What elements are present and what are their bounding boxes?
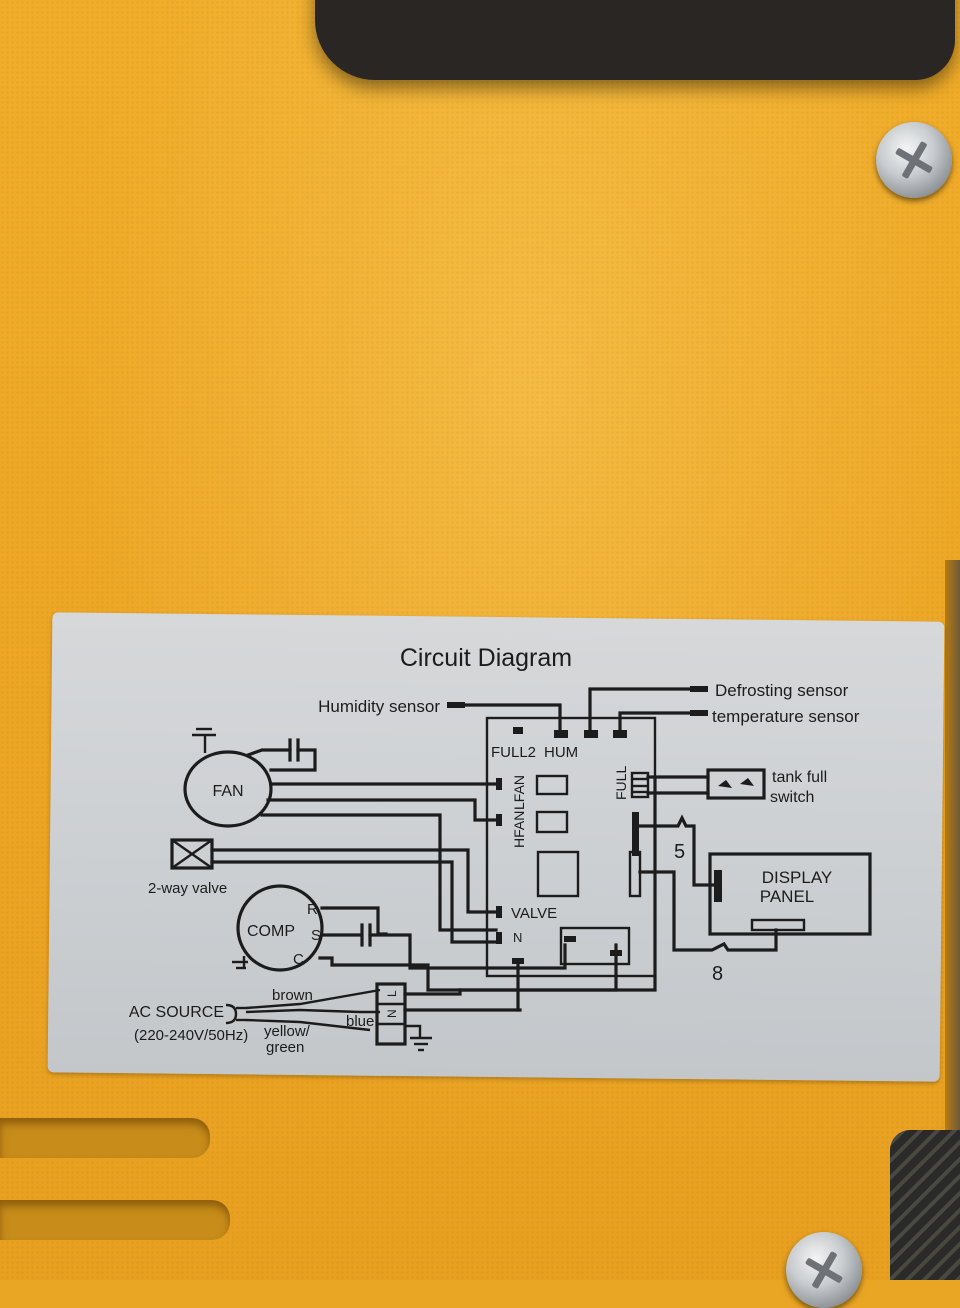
fan-label: FAN [212, 783, 243, 800]
temperature-sensor-label: temperature sensor [712, 707, 860, 726]
tank-full-label-1: tank full [772, 769, 827, 786]
wire-5-label: 5 [674, 841, 685, 863]
housing-edge [945, 560, 960, 1280]
full2-label: FULL2 [491, 744, 536, 761]
vent-slot-1 [0, 1118, 210, 1158]
terminal-l-label: L [385, 990, 399, 997]
two-way-valve-label: 2-way valve [148, 880, 227, 897]
fan-motor [183, 750, 273, 828]
full-label: FULL [613, 766, 629, 800]
valve-label: VALVE [511, 905, 557, 922]
comp-r-label: R [307, 901, 318, 918]
wheel [890, 1130, 960, 1280]
display-label-1: DISPLAY [762, 868, 833, 887]
lfan-label: LFAN [511, 775, 527, 810]
circuit-diagram: Circuit Diagram Humidity sensor Defrosti… [129, 644, 872, 1056]
carry-handle [315, 0, 955, 80]
comp-c-label: C [293, 951, 304, 968]
terminal-block [375, 982, 407, 1046]
vent-slot-2 [0, 1200, 230, 1240]
display-label-2: PANEL [760, 887, 815, 906]
comp-label: COMP [247, 923, 295, 940]
humidity-sensor-label: Humidity sensor [318, 697, 440, 716]
yellow-green-label-2: green [266, 1039, 304, 1056]
ac-rating-label: (220-240V/50Hz) [134, 1027, 248, 1044]
screw-top-right [876, 122, 952, 198]
brown-wire-label: brown [272, 987, 313, 1004]
tank-full-label-2: switch [770, 789, 814, 806]
wire-8-label: 8 [712, 963, 723, 985]
hum-label: HUM [544, 744, 578, 761]
tank-full-switch [706, 768, 766, 800]
two-way-valve [170, 838, 214, 870]
terminal-n-label: N [385, 1009, 399, 1018]
diagram-title: Circuit Diagram [400, 644, 572, 672]
comp-s-label: S [311, 927, 321, 944]
n-label: N [513, 930, 522, 945]
ac-source-label: AC SOURCE [129, 1004, 224, 1021]
defrosting-sensor-label: Defrosting sensor [715, 681, 849, 700]
blue-wire-label: blue [346, 1013, 374, 1030]
hfan-label: HFAN [511, 811, 527, 848]
compressor [236, 884, 324, 972]
display-panel [708, 852, 872, 936]
yellow-green-label-1: yellow/ [264, 1023, 311, 1040]
